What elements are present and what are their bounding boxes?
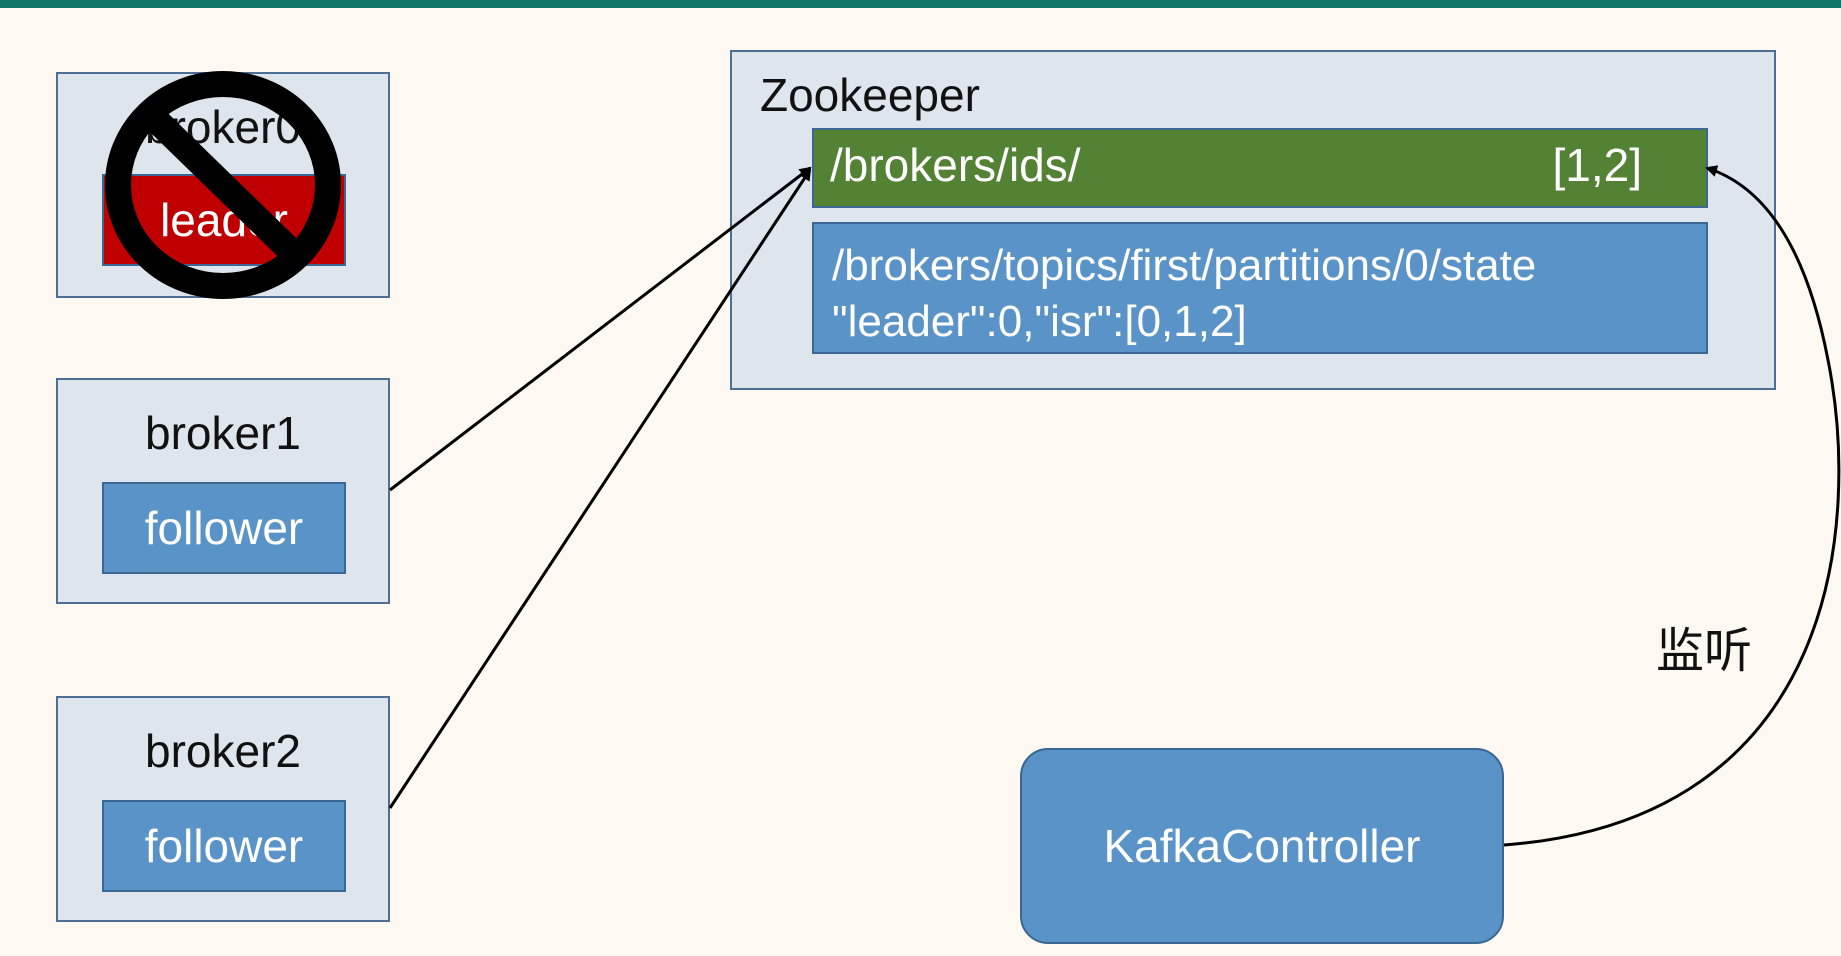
broker2-label: broker2 [145, 725, 301, 777]
top-accent-rule [0, 0, 1841, 8]
broker1-follower-role: follower [102, 482, 346, 574]
zookeeper-title: Zookeeper [760, 69, 980, 121]
broker2-follower-role: follower [102, 800, 346, 892]
brokers-ids-node: /brokers/ids/ [1,2] [812, 128, 1708, 208]
broker1-label: broker1 [145, 407, 301, 459]
brokers-ids-value: [1,2] [1552, 139, 1642, 191]
prohibited-icon [105, 71, 341, 299]
listen-label: 监听 [1656, 625, 1753, 678]
partition-state-value: "leader":0,"isr":[0,1,2] [832, 297, 1247, 346]
kafka-controller-box: KafkaController [1020, 748, 1504, 944]
zookeeper-box: Zookeeper /brokers/ids/ [1,2] /brokers/t… [730, 50, 1776, 390]
partition-state-node: /brokers/topics/first/partitions/0/state… [812, 222, 1708, 354]
broker2-box: broker2 follower [56, 696, 390, 922]
broker1-box: broker1 follower [56, 378, 390, 604]
partition-state-path: /brokers/topics/first/partitions/0/state [832, 241, 1537, 290]
brokers-ids-path: /brokers/ids/ [830, 139, 1081, 191]
